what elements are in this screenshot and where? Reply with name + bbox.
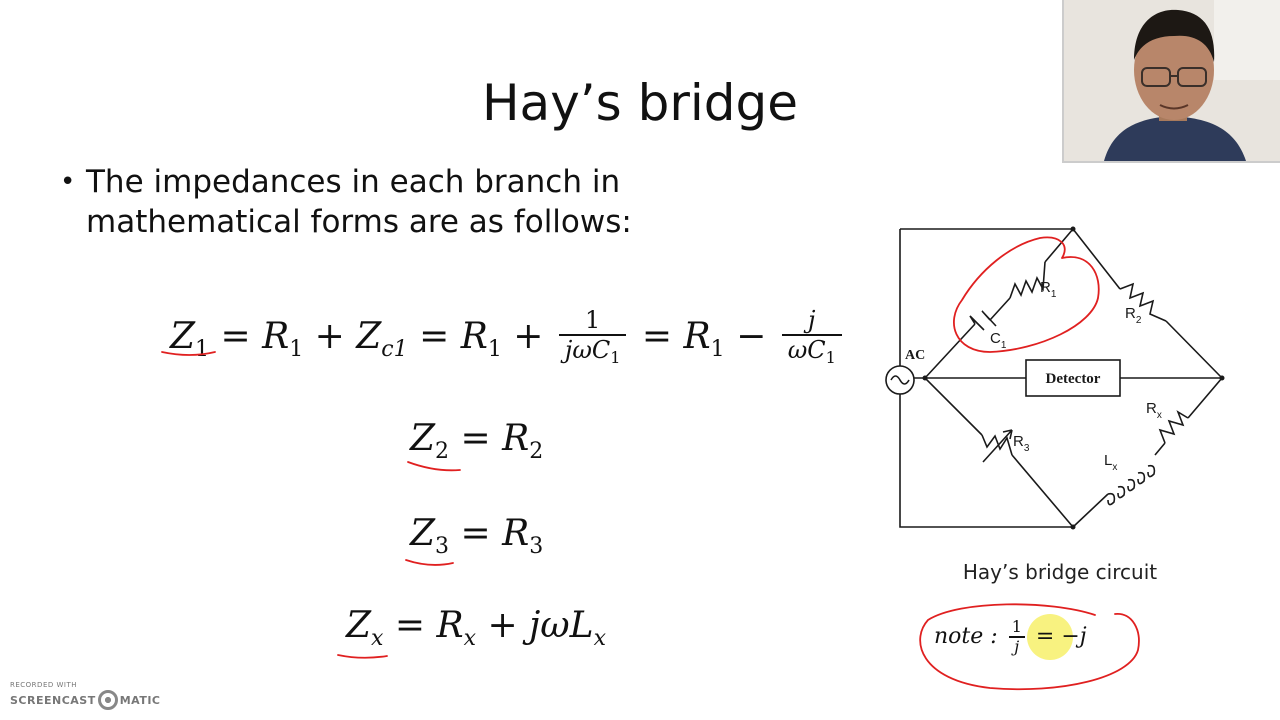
branch-top-left [924,228,1074,379]
label-detector: Detector [1046,371,1101,387]
capacitor-c1 [969,310,997,331]
slide-title: Hay’s bridge [481,74,799,132]
bullet-text: The impedances in each branch in mathema… [86,164,632,240]
presenter-video [1064,0,1280,161]
label-r1: R1 [1040,279,1057,300]
branch-top-right [1072,228,1223,379]
equation-z1: Z1 = R1 + Zc1 = R1 + 1 jωC1 = R1 − j ωC1 [170,306,846,372]
equation-z3: Z3 = R3 [410,513,544,559]
label-c1: C1 [990,330,1007,351]
outer-wire [899,228,1073,528]
detector-box [1025,359,1121,397]
webcam-overlay [1062,0,1280,163]
equation-z2: Z2 = R2 [410,418,544,464]
ink-loop-r1-c1 [953,236,1100,353]
label-rx: Rx [1146,400,1162,421]
equation-zx: Zx = Rx + jωLx [346,605,606,651]
underline-z3 [405,559,454,566]
underline-zx [337,654,388,659]
note-formula: note : 1 j = −j [934,617,1087,656]
inductor-lx [1107,464,1156,506]
ac-source-icon [885,365,915,395]
label-ac: AC [905,348,925,363]
note-fraction: 1 j [1008,618,1025,656]
bullet-marker: • [60,167,76,197]
branch-bottom-right [1072,377,1223,528]
circuit-caption: Hay’s bridge circuit [962,560,1158,584]
resistor-r1 [1009,261,1046,299]
variable-arrow-icon [982,429,1013,463]
label-lx: Lx [1104,452,1117,473]
fraction-1-over-jwc1: 1 jωC1 [558,306,627,372]
resistor-r3 [981,434,1013,456]
screencast-logo-icon [97,689,118,710]
label-r3: R3 [1013,433,1030,454]
branch-bottom-left [924,377,1074,528]
resistor-rx [1158,410,1189,444]
label-r2: R2 [1125,305,1142,326]
fraction-j-over-wc1: j ωC1 [781,306,842,372]
bullet-point: • The impedances in each branch in mathe… [60,162,840,242]
resistor-r2 [1119,282,1167,322]
